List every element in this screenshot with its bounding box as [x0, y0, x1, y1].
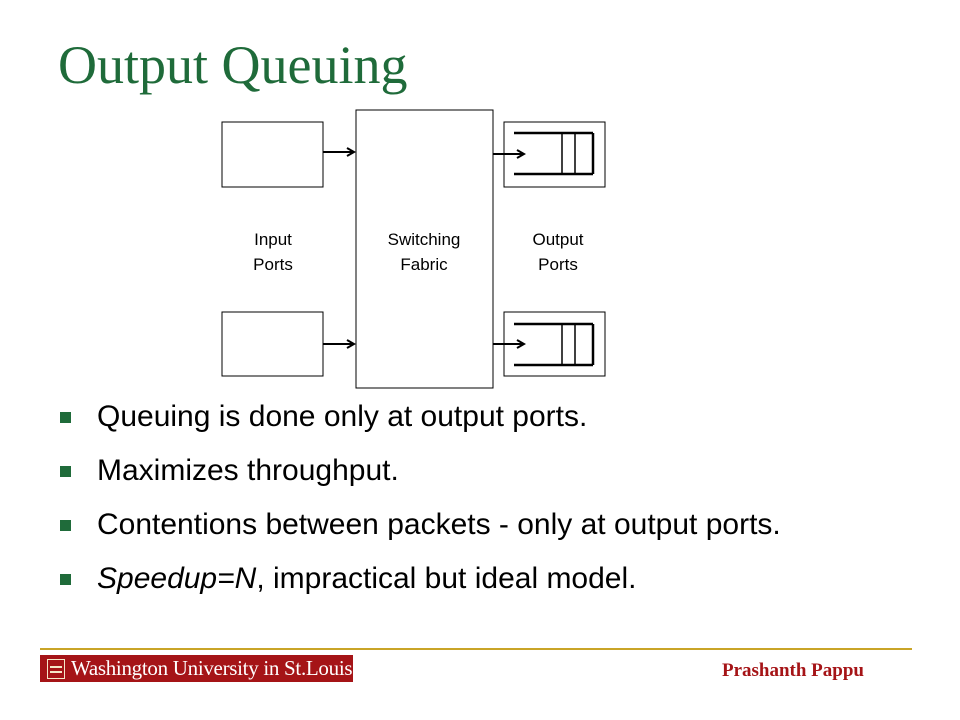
switching-fabric-box — [355, 109, 494, 389]
bullet-item: Queuing is done only at output ports. — [58, 390, 781, 444]
square-bullet-icon — [60, 465, 71, 477]
output-queue-top — [514, 131, 595, 176]
input-port-bottom — [221, 311, 324, 377]
author-name: Prashanth Pappu — [721, 660, 864, 681]
bullet-list: Queuing is done only at output ports. Ma… — [58, 390, 781, 606]
square-bullet-icon — [60, 519, 71, 531]
bullet-item: Contentions between packets - only at ou… — [58, 498, 781, 552]
output-ports-label: Output Ports — [532, 230, 584, 274]
bullet-item: Maximizes throughput. — [58, 444, 781, 498]
input-ports-label: Input Ports — [253, 230, 293, 274]
bullet-item: Speedup=N, impractical but ideal model. — [58, 552, 781, 606]
input-port-top — [221, 121, 324, 188]
switching-fabric-label: Switching Fabric — [387, 230, 461, 274]
square-bullet-icon — [60, 573, 71, 585]
square-bullet-icon — [60, 411, 71, 423]
output-queue-bottom — [514, 322, 595, 367]
speedup-term: Speedup=N — [97, 562, 257, 595]
crest-icon — [47, 658, 65, 679]
footer-divider — [40, 648, 912, 650]
slide-title: Output Queuing — [58, 35, 408, 95]
university-logo: Washington University in St.Louis — [40, 655, 353, 682]
